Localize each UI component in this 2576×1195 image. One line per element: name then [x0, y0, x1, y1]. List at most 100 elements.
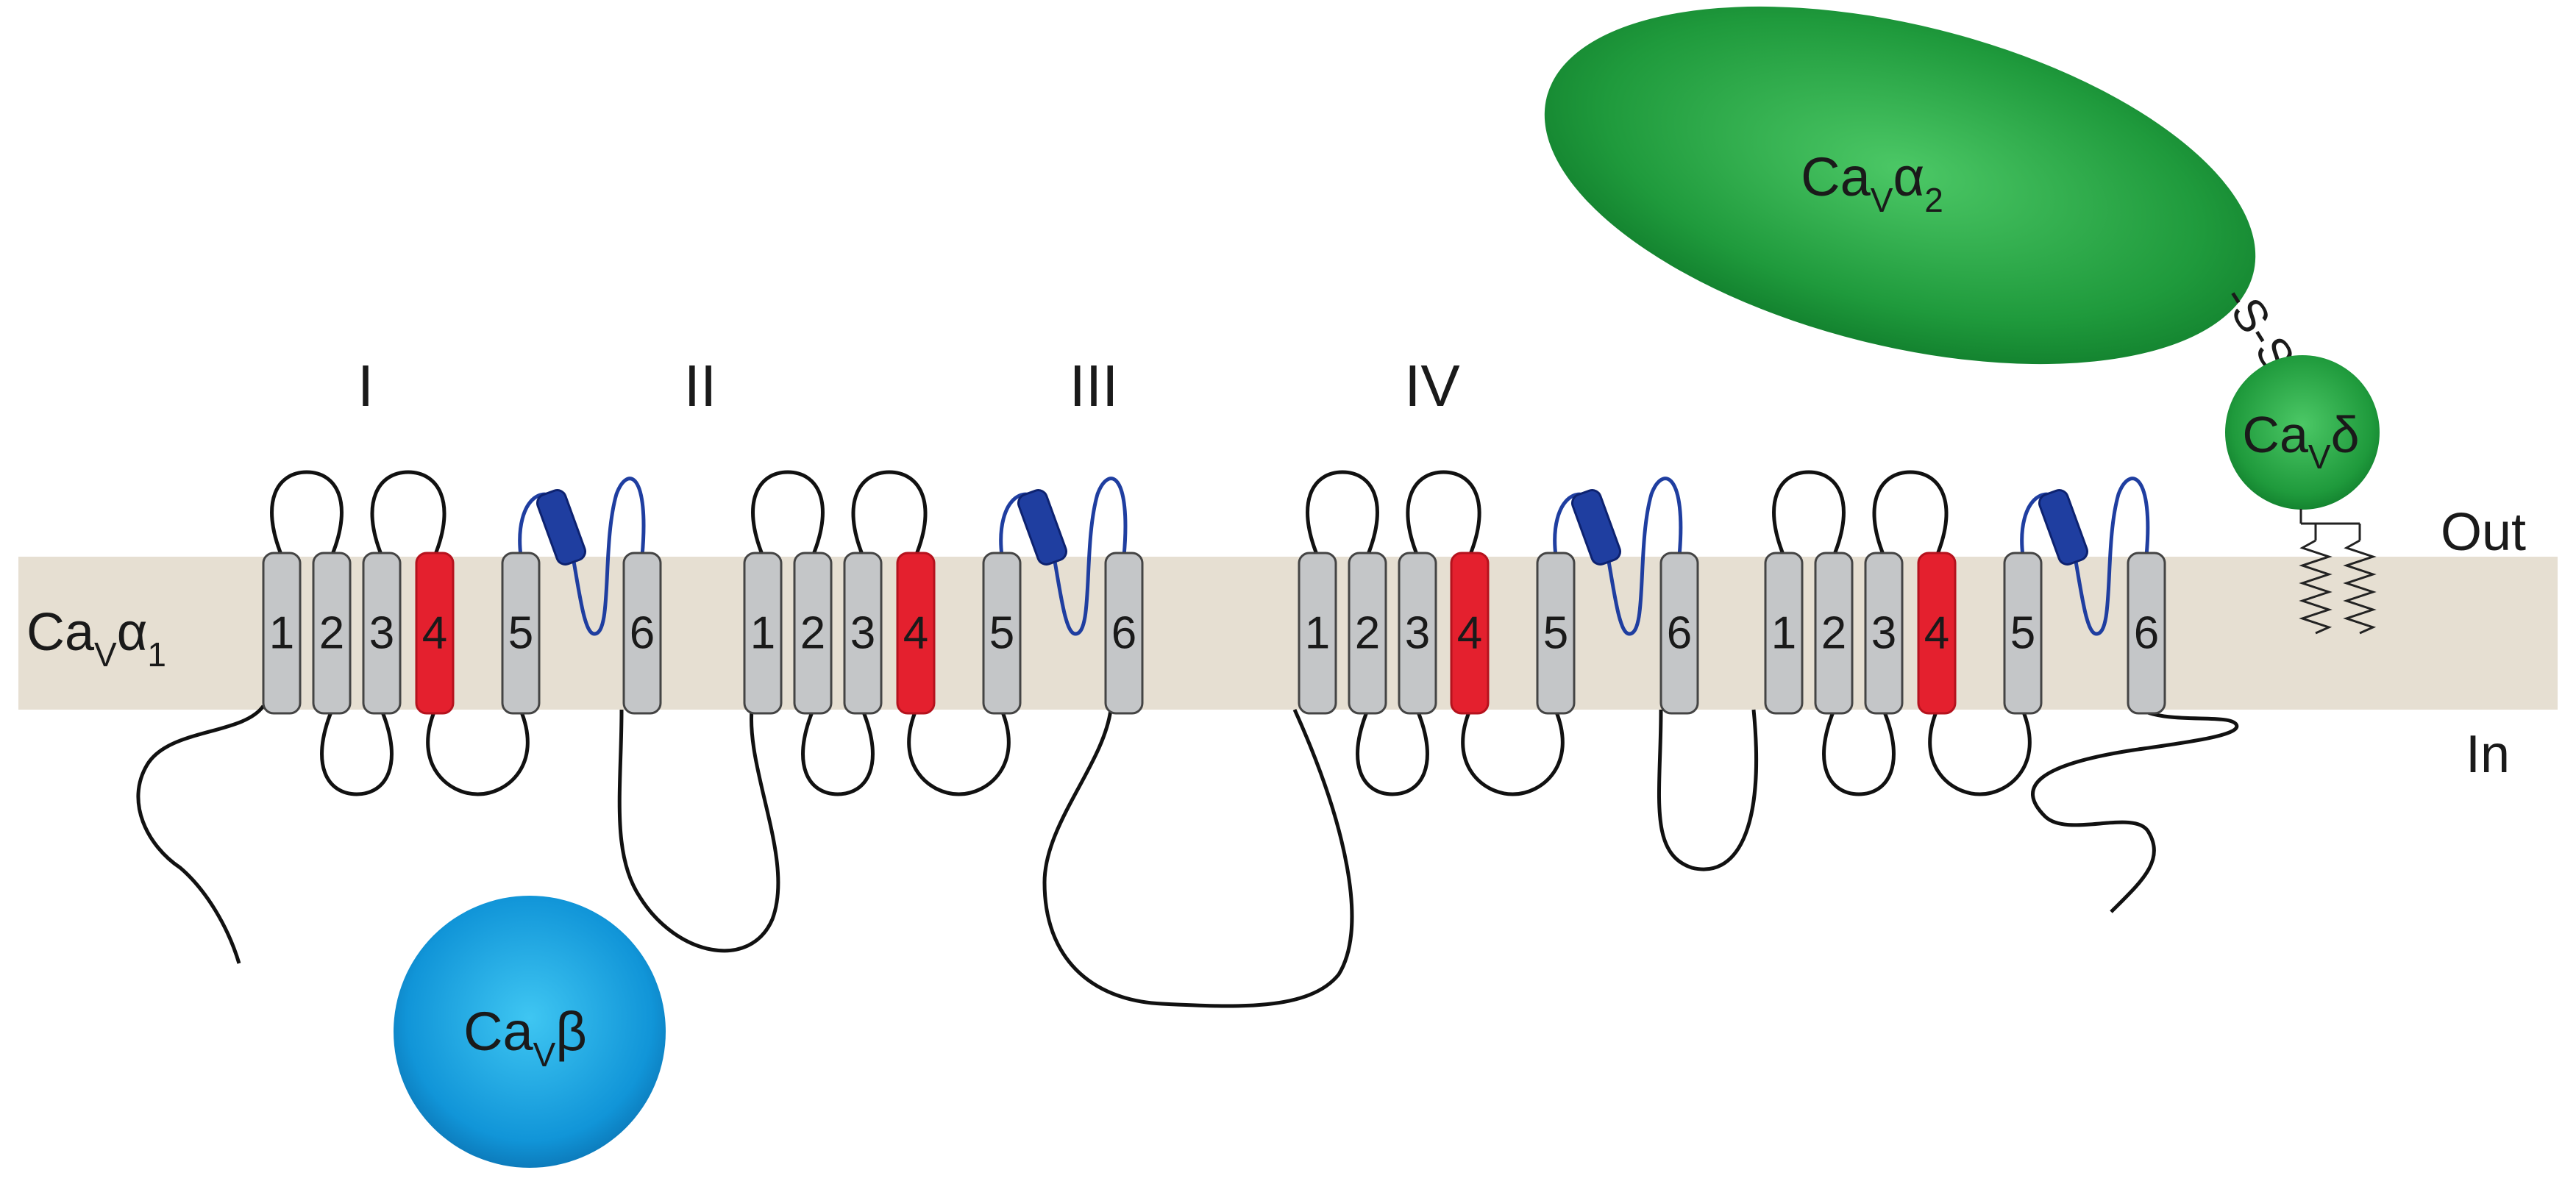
segment-S2-domain-I: 2 [312, 552, 352, 715]
p-loop [1553, 477, 1683, 636]
intracellular-loop [801, 710, 875, 796]
segment-number: 1 [1771, 607, 1796, 658]
segment-S1-domain-III: 1 [1298, 552, 1337, 715]
segment-number: 4 [1924, 607, 1949, 658]
segment-S3-domain-II: 3 [843, 552, 883, 715]
beta-label: CaVβ [463, 1001, 587, 1074]
segment-S5-domain-II: 5 [982, 552, 1022, 715]
transmembrane-segment [1536, 552, 1576, 715]
segment-number: 3 [1405, 607, 1430, 658]
intracellular-loop [320, 710, 394, 796]
segment-S4-domain-IV: 4 [1917, 552, 1957, 715]
segment-S2-domain-II: 2 [793, 552, 833, 715]
pore-helix [1017, 489, 1068, 566]
transmembrane-segment [622, 552, 662, 715]
domain-label-IV: IV [1404, 353, 1460, 418]
transmembrane-segment [1814, 552, 1854, 715]
segment-S6-domain-III: 6 [1659, 552, 1699, 715]
segment-S3-domain-IV: 3 [1864, 552, 1904, 715]
segment-number: 3 [850, 607, 875, 658]
segment-S6-domain-I: 6 [622, 552, 662, 715]
segment-S4-domain-II: 4 [896, 552, 936, 715]
transmembrane-segment [1398, 552, 1437, 715]
extracellular-loop [1872, 470, 1949, 557]
segment-number: 4 [422, 607, 447, 658]
voltage-sensor-segment [1917, 552, 1957, 715]
delta-label: CaVδ [2242, 406, 2359, 476]
domain-label-III: III [1070, 353, 1119, 418]
segment-number: 3 [369, 607, 394, 658]
voltage-sensor-segment [896, 552, 936, 715]
transmembrane-segment [1104, 552, 1144, 715]
segment-number: 2 [800, 607, 825, 658]
intracellular-loop [1822, 710, 1896, 796]
segment-S3-domain-I: 3 [362, 552, 402, 715]
intracellular-loop [1928, 710, 2032, 796]
transmembrane-segment [1659, 552, 1699, 715]
intracellular-loop [1461, 710, 1565, 796]
in-label: In [2466, 725, 2510, 784]
segment-number: 2 [319, 607, 344, 658]
pore-helix [536, 489, 587, 566]
segment-S1-domain-IV: 1 [1764, 552, 1804, 715]
domain-label-II: II [684, 353, 716, 418]
transmembrane-segment [1348, 552, 1387, 715]
segment-number: 6 [2134, 607, 2159, 658]
segment-S4-domain-III: 4 [1450, 552, 1490, 715]
transmembrane-segment [1298, 552, 1337, 715]
intracellular-loop [1356, 710, 1429, 796]
linker-II-III [1042, 708, 1354, 1008]
transmembrane-segment [1864, 552, 1904, 715]
segment-number: 4 [1457, 607, 1482, 658]
transmembrane-segment [2003, 552, 2043, 715]
voltage-sensor-segment [415, 552, 455, 715]
segment-number: 1 [269, 607, 294, 658]
p-loop [518, 477, 646, 636]
transmembrane-segment [362, 552, 402, 715]
domain-label-I: I [357, 353, 374, 418]
transmembrane-segment [743, 552, 783, 715]
intracellular-loop [907, 710, 1011, 796]
transmembrane-segment [982, 552, 1022, 715]
segment-number: 2 [1355, 607, 1380, 658]
transmembrane-segment [501, 552, 541, 715]
extracellular-loop [270, 470, 344, 557]
segment-S3-domain-III: 3 [1398, 552, 1437, 715]
segment-number: 5 [1543, 607, 1568, 658]
pore-helix [2038, 489, 2089, 566]
intracellular-loop [426, 710, 530, 796]
segment-S1-domain-I: 1 [262, 552, 302, 715]
segment-number: 3 [1871, 607, 1896, 658]
delta-membrane-anchor [2299, 509, 2377, 635]
segment-number: 6 [1111, 607, 1136, 658]
out-label: Out [2441, 503, 2526, 562]
segment-S5-domain-IV: 5 [2003, 552, 2043, 715]
segment-number: 5 [2010, 607, 2035, 658]
segment-number: 1 [750, 607, 775, 658]
segment-S5-domain-I: 5 [501, 552, 541, 715]
segment-number: 1 [1305, 607, 1330, 658]
transmembrane-segment [1764, 552, 1804, 715]
segment-S5-domain-III: 5 [1536, 552, 1576, 715]
segment-S6-domain-IV: 6 [2127, 552, 2166, 715]
transmembrane-segment [793, 552, 833, 715]
transmembrane-segment [843, 552, 883, 715]
pore-helix [1570, 489, 1622, 566]
p-loop [999, 477, 1128, 636]
beta-subunit [394, 896, 666, 1168]
linker-I-II [617, 709, 780, 953]
c-terminus-tail [2031, 707, 2239, 913]
extracellular-loop [1306, 470, 1379, 557]
alpha2-label: CaVα2 [1801, 146, 1943, 219]
segment-S2-domain-IV: 2 [1814, 552, 1854, 715]
segment-number: 6 [1667, 607, 1692, 658]
segment-S6-domain-II: 6 [1104, 552, 1144, 715]
intracellular-extracellular-loops [136, 704, 2239, 1008]
segment-number: 5 [989, 607, 1014, 658]
